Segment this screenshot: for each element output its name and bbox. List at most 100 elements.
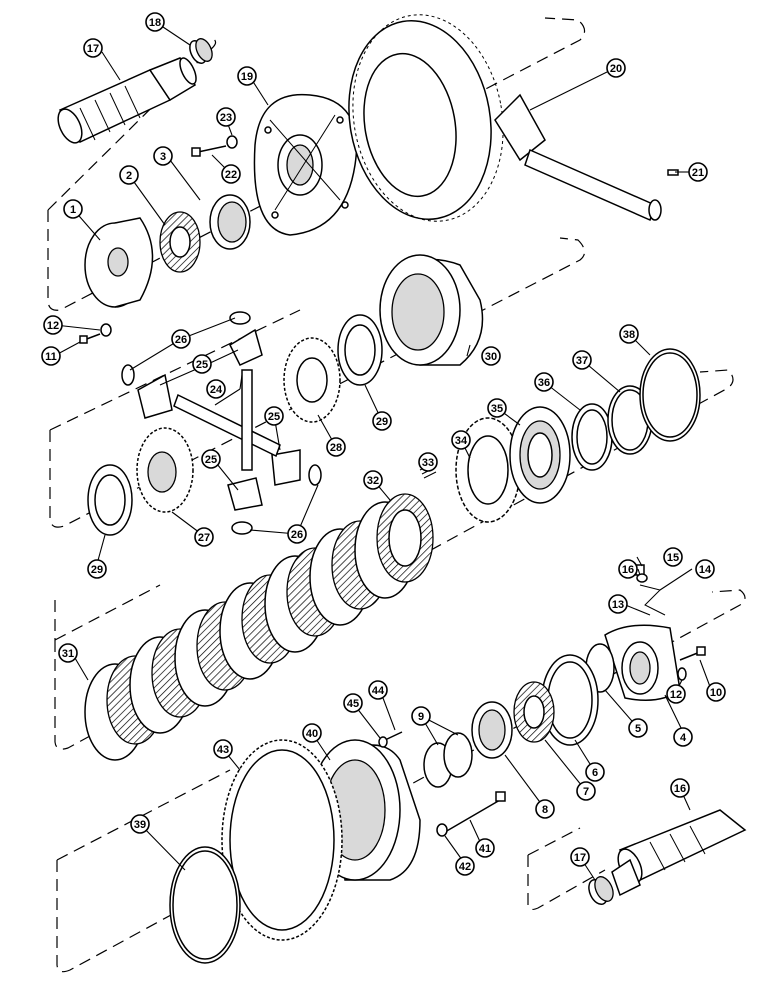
part-18-bushing	[189, 38, 213, 65]
part-8-bearing-cup	[471, 701, 513, 759]
callout-4: 4	[673, 727, 693, 747]
svg-text:9: 9	[418, 711, 424, 723]
svg-text:33: 33	[422, 457, 434, 469]
svg-text:23: 23	[220, 112, 232, 124]
svg-text:6: 6	[592, 767, 598, 779]
callout-44: 44	[368, 680, 388, 700]
callout-2: 2	[119, 165, 139, 185]
svg-text:42: 42	[459, 861, 471, 873]
svg-text:24: 24	[210, 384, 223, 396]
callout-32: 32	[363, 470, 383, 490]
callout-35: 35	[487, 398, 507, 418]
part-28-side-gear	[283, 337, 341, 423]
part-12-washer-right	[677, 667, 687, 681]
callout-10: 10	[706, 682, 726, 702]
callout-3: 3	[153, 146, 173, 166]
part-25-pinion-gear-right	[271, 449, 301, 486]
svg-text:25: 25	[205, 454, 217, 466]
part-25-pinion-gear-left	[137, 373, 173, 419]
part-1-cover	[84, 217, 154, 308]
svg-text:16: 16	[674, 783, 686, 795]
part-26-thrust-washer-left	[121, 364, 135, 386]
callout-11: 11	[41, 346, 61, 366]
svg-text:26: 26	[175, 334, 187, 346]
part-22-bolt	[191, 145, 227, 157]
callout-1: 1	[63, 199, 83, 219]
callout-41: 41	[475, 838, 495, 858]
svg-text:25: 25	[268, 411, 280, 423]
part-38-seal-ring-large	[639, 348, 701, 442]
svg-text:29: 29	[376, 416, 388, 428]
svg-text:4: 4	[680, 732, 687, 744]
part-26-thrust-washer-right	[308, 464, 322, 486]
svg-text:36: 36	[538, 377, 550, 389]
part-26-thrust-washer-bottom	[231, 521, 253, 535]
callout-29-lower: 29	[87, 559, 107, 579]
callout-12-right: 12	[666, 684, 686, 704]
callout-24: 24	[206, 379, 226, 399]
part-19-differential-case	[253, 93, 358, 236]
callout-9: 9	[411, 706, 431, 726]
svg-text:25: 25	[196, 359, 208, 371]
svg-text:26: 26	[291, 529, 303, 541]
callout-17-bottom: 17	[570, 847, 590, 867]
part-20-ring-gear	[348, 14, 504, 222]
part-35-piston	[509, 406, 571, 504]
callout-43: 43	[213, 739, 233, 759]
svg-text:43: 43	[217, 744, 229, 756]
callout-39: 39	[130, 814, 150, 834]
callout-5: 5	[628, 718, 648, 738]
part-7-bearing-cone	[513, 681, 555, 743]
callout-17-top: 17	[83, 38, 103, 58]
svg-text:15: 15	[667, 552, 679, 564]
part-29-thrust-washer-upper	[337, 314, 383, 386]
svg-text:11: 11	[45, 351, 57, 363]
part-2-bearing-cone	[159, 211, 201, 273]
svg-text:20: 20	[610, 63, 622, 75]
part-29-thrust-washer-lower	[87, 464, 133, 536]
part-41-bolt	[444, 791, 506, 833]
part-42-nut	[436, 823, 448, 837]
part-9-seal-rings	[423, 732, 473, 788]
svg-text:12: 12	[670, 689, 682, 701]
callout-18: 18	[145, 12, 165, 32]
callout-29-upper: 29	[372, 411, 392, 431]
svg-text:17: 17	[87, 43, 99, 55]
part-4-bearing-carrier	[604, 624, 681, 701]
callout-25-right: 25	[264, 406, 284, 426]
svg-text:1: 1	[70, 204, 76, 216]
callout-19: 19	[237, 66, 257, 86]
callout-26-bottom: 26	[287, 524, 307, 544]
part-20-pinion-shaft	[494, 93, 662, 222]
callout-42: 42	[455, 856, 475, 876]
callout-45: 45	[343, 693, 363, 713]
part-25-pinion-gear-bottom	[227, 477, 263, 511]
callout-28: 28	[326, 437, 346, 457]
svg-text:3: 3	[160, 151, 166, 163]
callout-23: 23	[216, 107, 236, 127]
callout-25-top: 25	[192, 354, 212, 374]
callout-6: 6	[585, 762, 605, 782]
svg-text:13: 13	[612, 599, 624, 611]
callout-33: 33	[418, 452, 438, 472]
svg-text:38: 38	[623, 329, 635, 341]
callout-14: 14	[695, 559, 715, 579]
callout-20: 20	[606, 58, 626, 78]
callout-7: 7	[576, 781, 596, 801]
part-30-clutch-housing	[379, 254, 484, 366]
callout-27: 27	[194, 527, 214, 547]
part-27-side-gear	[136, 427, 194, 513]
callout-26-top: 26	[171, 329, 191, 349]
part-24-cross-shaft	[173, 369, 281, 471]
part-25-pinion-gear-top	[229, 328, 263, 366]
svg-text:32: 32	[367, 475, 379, 487]
callout-12-left: 12	[43, 315, 63, 335]
part-16-splined-shaft-lower	[611, 809, 747, 897]
svg-text:5: 5	[635, 723, 641, 735]
svg-text:8: 8	[542, 804, 548, 816]
svg-text:14: 14	[699, 564, 712, 576]
part-44-bolt	[384, 731, 403, 741]
callout-36: 36	[534, 372, 554, 392]
svg-text:40: 40	[306, 728, 318, 740]
svg-text:45: 45	[347, 698, 359, 710]
